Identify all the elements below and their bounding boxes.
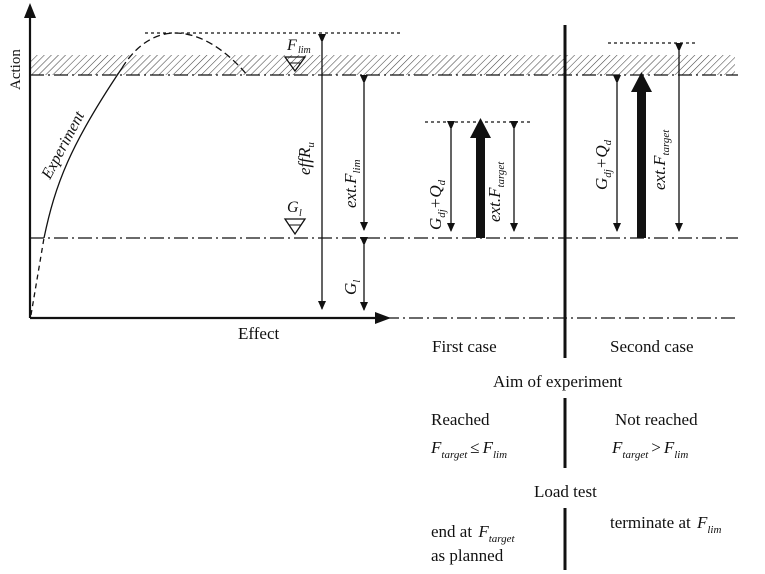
experiment-curve-extrapolation xyxy=(121,32,249,77)
load-test-heading: Load test xyxy=(534,482,597,501)
second-aim-result: Not reached xyxy=(615,410,698,429)
second-case-target-label: ext.Ftarget xyxy=(650,129,672,190)
aim-heading: Aim of experiment xyxy=(493,372,623,391)
svg-text:ext.Flim: ext.Flim xyxy=(341,159,363,208)
first-case-target-arrow xyxy=(470,118,491,238)
ext-f-lim-label: ext.Flim xyxy=(341,159,363,208)
limit-hatch-band xyxy=(30,55,735,75)
first-aim-result: Reached xyxy=(431,410,490,429)
svg-text:F: F xyxy=(286,37,297,54)
svg-text:Gdj+Qd: Gdj+Qd xyxy=(592,139,614,190)
f-lim-marker: F lim xyxy=(283,37,311,73)
experiment-curve-start-dashed xyxy=(30,237,45,316)
g-l-label: Gl xyxy=(341,280,363,295)
first-case-target-label: ext.Ftarget xyxy=(485,161,507,222)
second-load-action: terminate at Flim xyxy=(610,513,721,536)
second-case-load-label: Gdj+Qd xyxy=(592,139,614,190)
svg-text:l: l xyxy=(299,208,302,219)
svg-text:effRu: effRu xyxy=(295,142,317,175)
first-load-action-line2: as planned xyxy=(431,546,504,565)
svg-text:Gl: Gl xyxy=(341,280,363,295)
x-axis-arrowhead xyxy=(375,312,391,324)
first-load-action: end at Ftarget xyxy=(431,522,516,545)
y-axis-arrowhead xyxy=(24,3,36,18)
g-l-marker: G l xyxy=(283,199,307,236)
x-axis-label: Effect xyxy=(238,324,279,343)
svg-text:G: G xyxy=(287,199,299,216)
second-case-label: Second case xyxy=(610,337,694,356)
svg-text:ext.Ftarget: ext.Ftarget xyxy=(485,161,507,222)
first-case-label: First case xyxy=(432,337,497,356)
second-case-target-arrow xyxy=(631,72,652,238)
svg-text:Gdj+Qd: Gdj+Qd xyxy=(426,179,448,230)
first-aim-condition: Ftarget≤Flim xyxy=(430,438,507,461)
first-case-load-label: Gdj+Qd xyxy=(426,179,448,230)
eff-ru-label: effRu xyxy=(295,142,317,175)
experiment-curve xyxy=(43,67,123,239)
svg-text:ext.Ftarget: ext.Ftarget xyxy=(650,129,672,190)
second-aim-condition: Ftarget>Flim xyxy=(611,438,688,461)
svg-text:lim: lim xyxy=(298,45,311,56)
y-axis-label: Action xyxy=(8,49,24,90)
